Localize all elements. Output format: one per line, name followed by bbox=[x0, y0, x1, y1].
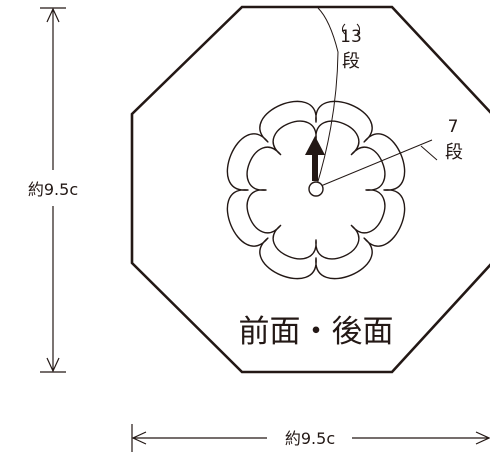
height-arrow-down-icon bbox=[46, 357, 60, 373]
callout-outer-unit: 段 bbox=[342, 51, 360, 72]
octagon-outline bbox=[130, 5, 490, 374]
direction-arrow-up-icon bbox=[305, 136, 325, 155]
height-arrow-up-icon bbox=[46, 7, 60, 23]
width-label: 約9.5c bbox=[285, 429, 335, 448]
leader-lines bbox=[315, 7, 438, 189]
flower-inner-petals bbox=[246, 120, 386, 260]
flower-outer-outline bbox=[226, 100, 406, 280]
callout-outer-number: 13 bbox=[340, 27, 362, 47]
flower-outer-petals bbox=[226, 100, 406, 280]
callout-inner-number: 7 bbox=[448, 117, 459, 137]
width-dimension bbox=[131, 424, 490, 452]
front-back-label: 前面・後面 bbox=[239, 314, 394, 350]
callout-outer: 13 段 bbox=[340, 23, 362, 72]
callout-outer-bracket bbox=[342, 23, 360, 35]
leader-line-inner-b bbox=[420, 145, 438, 161]
height-dimension bbox=[40, 7, 66, 373]
leader-line-inner-a bbox=[315, 139, 433, 189]
width-arrow-right-icon bbox=[475, 431, 490, 445]
width-arrow-left-icon bbox=[131, 431, 147, 445]
height-label: 約9.5c bbox=[28, 180, 78, 199]
center-ring bbox=[308, 181, 324, 197]
leader-line-outer bbox=[315, 7, 339, 189]
flower-inner-outline bbox=[246, 120, 386, 260]
callout-inner-unit: 段 bbox=[445, 142, 463, 163]
direction-arrow-shaft bbox=[312, 152, 318, 181]
callout-inner: 7 段 bbox=[445, 117, 463, 163]
